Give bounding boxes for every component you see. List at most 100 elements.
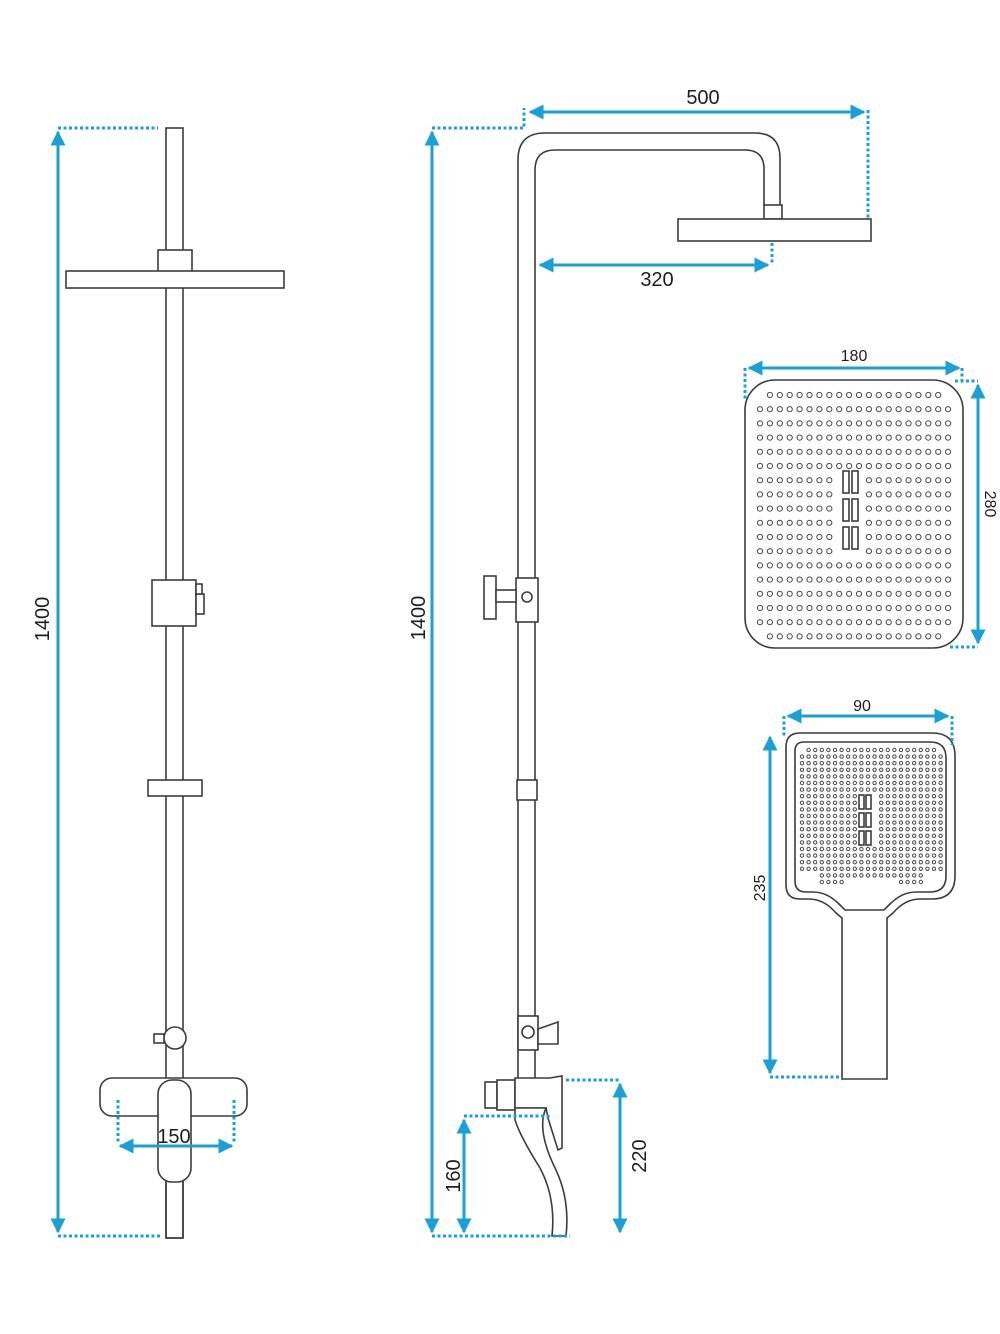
nozzle-dot	[935, 448, 942, 455]
nozzle-dot	[885, 813, 890, 819]
nozzle-dot	[846, 780, 851, 786]
nozzle-dot	[832, 853, 838, 858]
front-mixer-handle	[157, 1079, 192, 1183]
nozzle-dot	[931, 780, 937, 786]
slot	[851, 498, 859, 522]
nozzle-dot	[938, 794, 943, 799]
nozzle-dot	[796, 590, 803, 597]
nozzle-dot	[859, 767, 864, 772]
nozzle-dot	[925, 794, 930, 799]
nozzle-dot	[806, 767, 811, 772]
nozzle-dot	[852, 873, 857, 878]
side-outlet-knob	[521, 1025, 535, 1039]
arm-length-label: 500	[686, 87, 719, 109]
nozzle-dot	[895, 448, 902, 455]
nozzle-dot	[826, 590, 833, 597]
nozzle-dot	[892, 846, 897, 852]
nozzle-dot	[826, 448, 833, 455]
side-pipe-inner	[534, 149, 765, 1086]
nozzle-dot	[846, 633, 853, 640]
nozzle-dot	[905, 873, 910, 878]
nozzle-dot	[945, 562, 952, 569]
nozzle-dot	[898, 807, 904, 812]
nozzle-dot	[905, 846, 910, 852]
nozzle-dot	[945, 548, 952, 555]
nozzle-dot	[925, 448, 932, 455]
nozzle-dot	[931, 813, 937, 819]
nozzle-dot	[925, 590, 932, 597]
nozzle-dot	[826, 604, 833, 612]
nozzle-dot	[819, 794, 824, 799]
nozzle-dot	[806, 391, 813, 399]
nozzle-dot	[885, 774, 890, 779]
front-slide-bracket	[147, 779, 203, 797]
nozzle-dot	[806, 846, 811, 852]
nozzle-dot	[925, 833, 930, 838]
nozzle-dot	[892, 820, 897, 825]
nozzle-dot	[935, 462, 942, 470]
nozzle-dot	[935, 519, 942, 526]
nozzle-dot	[819, 873, 824, 878]
nozzle-dot	[776, 576, 783, 583]
nozzle-dot	[938, 840, 943, 845]
nozzle-dot	[859, 787, 864, 792]
nozzle-dot	[859, 754, 864, 759]
nozzle-dot	[935, 619, 942, 626]
spout-height-label: 160	[443, 1159, 465, 1192]
nozzle-dot	[885, 619, 892, 626]
nozzle-dot	[938, 820, 943, 825]
nozzle-dot	[819, 774, 824, 779]
nozzle-dot	[799, 787, 805, 792]
nozzle-dot	[875, 548, 882, 555]
nozzle-dot	[799, 846, 805, 852]
rain-head-outline	[744, 379, 964, 649]
nozzle-dot	[806, 754, 811, 759]
nozzle-dot	[846, 833, 851, 838]
nozzle-dot	[816, 505, 823, 512]
nozzle-dot	[852, 754, 857, 759]
nozzle-dot	[895, 519, 902, 526]
nozzle-dot	[898, 846, 904, 852]
nozzle-dot	[813, 807, 818, 812]
nozzle-dot	[806, 853, 811, 858]
nozzle-dot	[796, 562, 803, 569]
nozzle-dot	[846, 827, 851, 832]
nozzle-dot	[859, 853, 864, 858]
nozzle-dot	[898, 820, 904, 825]
nozzle-dot	[938, 846, 943, 852]
nozzle-dot	[865, 576, 873, 583]
nozzle-dot	[786, 391, 793, 399]
nozzle-dot	[931, 787, 937, 792]
slot	[865, 830, 872, 846]
nozzle-dot	[885, 562, 892, 569]
nozzle-dot	[865, 747, 871, 753]
nozzle-dot	[875, 491, 882, 498]
nozzle-dot	[786, 462, 793, 470]
hand-shower-center-slots	[858, 794, 872, 846]
nozzle-dot	[826, 434, 833, 441]
nozzle-dot	[806, 807, 811, 812]
nozzle-dot	[925, 406, 932, 413]
front-head-plate	[65, 270, 285, 289]
nozzle-dot	[885, 754, 890, 759]
nozzle-dot	[826, 780, 831, 786]
nozzle-dot	[912, 813, 917, 819]
nozzle-dot	[931, 754, 937, 759]
nozzle-dot	[776, 562, 783, 569]
nozzle-dot	[945, 590, 952, 597]
nozzle-dot	[872, 761, 877, 766]
nozzle-dot	[865, 787, 871, 792]
nozzle-dot	[819, 813, 824, 819]
nozzle-dot	[905, 562, 912, 569]
nozzle-dot	[766, 406, 774, 413]
nozzle-dot	[806, 813, 811, 819]
nozzle-dot	[836, 406, 843, 413]
nozzle-dot	[898, 761, 904, 766]
hand-width-label: 90	[853, 698, 871, 715]
nozzle-dot	[776, 590, 783, 597]
hand-shower-outline	[785, 732, 956, 1080]
nozzle-dot	[945, 406, 952, 413]
nozzle-dot	[895, 590, 902, 597]
nozzle-dot	[836, 562, 843, 569]
nozzle-dot	[898, 853, 904, 858]
